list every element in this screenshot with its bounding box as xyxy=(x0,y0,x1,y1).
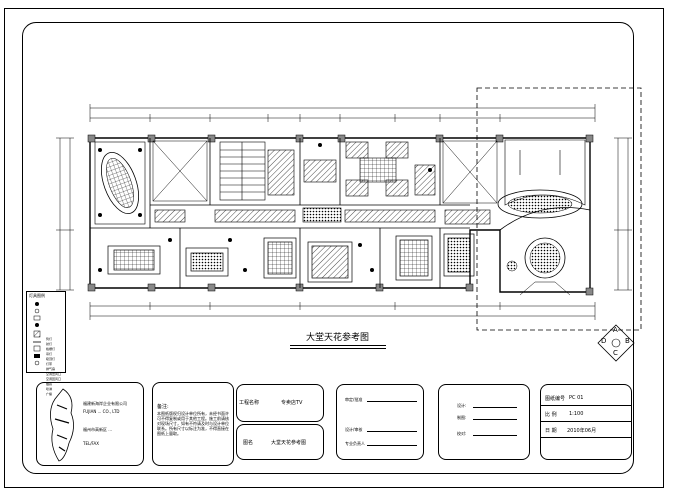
designer-row-2: 制图: xyxy=(457,415,467,420)
designer-line-3 xyxy=(473,435,517,436)
company-logo-icon xyxy=(50,388,74,462)
drawing-no-label: 图纸编号 xyxy=(545,396,566,402)
legend-label-8: 空调回风口 xyxy=(46,377,62,381)
date-label: 日 期 xyxy=(545,428,557,434)
project-name-panel: 工程名称 专卖店TV xyxy=(236,384,324,422)
light-fixtures xyxy=(98,143,432,272)
drawing-name-value: 大堂天花参考图 xyxy=(271,440,307,446)
approval-row-3: 专业负责人 xyxy=(345,441,365,446)
lobby-oval-ceiling xyxy=(497,139,586,296)
project-name-value: 专卖店TV xyxy=(281,400,303,406)
company-logo-panel: 福建新海岸企业有限公司 FUJIAN ... CO., LTD 福州市高新区 .… xyxy=(36,382,144,466)
info-divider-3 xyxy=(541,437,631,438)
legend-title: 灯具图例 xyxy=(29,293,45,298)
legend-label-2: 格栅灯 xyxy=(46,347,56,351)
company-name: 福建新海岸企业有限公司 xyxy=(83,401,127,406)
scale-label: 比 例 xyxy=(545,412,557,418)
signature-line-1 xyxy=(367,401,417,402)
legend-symbols xyxy=(33,302,41,366)
legend-label-0: 筒灯 xyxy=(46,337,53,341)
company-contact: TEL/FAX xyxy=(83,441,99,446)
legend-label-7: 空调出风口 xyxy=(46,372,62,376)
top-dimension-line xyxy=(89,104,596,122)
drawing-name-label: 图名 xyxy=(243,440,254,446)
compass-label-a: A xyxy=(613,326,618,334)
open-voids xyxy=(152,140,498,204)
company-address: 福州市高新区 ... xyxy=(83,427,113,432)
compass-label-d: D xyxy=(601,337,607,345)
corridor-ceiling-strips xyxy=(154,207,491,225)
title-underline xyxy=(290,345,386,346)
drawing-no-value: PC 01 xyxy=(569,395,584,401)
structural-columns xyxy=(87,134,594,296)
designer-row-3: 校对: xyxy=(457,431,467,436)
legend-label-10: 喷淋 xyxy=(46,387,53,391)
approval-panel: 审定/批准 设计/审核 专业负责人 xyxy=(336,384,424,460)
sheet-border xyxy=(4,8,664,488)
drawing-title: 大堂天花参考图 xyxy=(306,333,370,343)
designer-panel: 设计: 制图: 校对: xyxy=(438,384,530,460)
side-dimension-lines xyxy=(56,137,632,291)
compass-label-b: B xyxy=(625,337,630,345)
approval-row-2: 设计/审核 xyxy=(345,427,363,432)
info-divider-2 xyxy=(541,421,631,422)
north-compass: A B C D xyxy=(596,323,636,363)
legend-label-1: 射灯 xyxy=(46,342,53,346)
bottom-room-ceilings xyxy=(107,233,475,283)
designer-row-1: 设计: xyxy=(457,403,467,408)
legend-label-6: 排气扇 xyxy=(46,367,56,371)
drawing-name-panel: 图名 大堂天花参考图 xyxy=(236,424,324,460)
designer-line-2 xyxy=(473,419,517,420)
project-name-label: 工程名称 xyxy=(239,400,260,406)
title-underline-double xyxy=(290,348,386,349)
fixture-legend: 灯具图例 xyxy=(26,291,66,373)
drawing-frame xyxy=(22,22,634,474)
info-divider-1 xyxy=(541,405,631,406)
notes-panel: 备注: 本图纸版权归设计单位所有，未经书面许可不得复制或用于其他工程。施工前请核… xyxy=(152,382,234,466)
extension-boundary xyxy=(476,87,642,331)
company-name-en: FUJIAN ... CO., LTD xyxy=(83,409,120,414)
signature-line-2 xyxy=(367,431,417,432)
interior-walls xyxy=(90,138,470,288)
legend-label-9: 烟感 xyxy=(46,382,53,386)
scale-value: 1:100 xyxy=(569,411,584,417)
drawing-info-panel: 图纸编号 PC 01 比 例 1:100 日 期 2010年06月 xyxy=(540,384,632,460)
compass-diamond xyxy=(597,324,635,362)
bottom-dimension-line xyxy=(89,302,596,320)
legend-label-4: 吸顶灯 xyxy=(46,357,56,361)
date-value: 2010年06月 xyxy=(567,428,597,434)
signature-line-3 xyxy=(367,445,417,446)
notes-heading: 备注: xyxy=(157,404,169,410)
left-oval-ceiling xyxy=(94,141,146,225)
legend-label-11: 广播 xyxy=(46,392,53,396)
legend-label-5: 灯带 xyxy=(46,362,53,366)
stair-pattern xyxy=(219,141,266,201)
compass-label-c: C xyxy=(613,349,618,357)
notes-body: 本图纸版权归设计单位所有，未经书面许可不得复制或用于其他工程。施工前请核对现场尺… xyxy=(157,411,229,436)
legend-label-3: 吊灯 xyxy=(46,352,53,356)
hatched-ceiling-panels xyxy=(267,141,436,197)
approval-row-1: 审定/批准 xyxy=(345,397,363,402)
designer-line-1 xyxy=(473,407,517,408)
